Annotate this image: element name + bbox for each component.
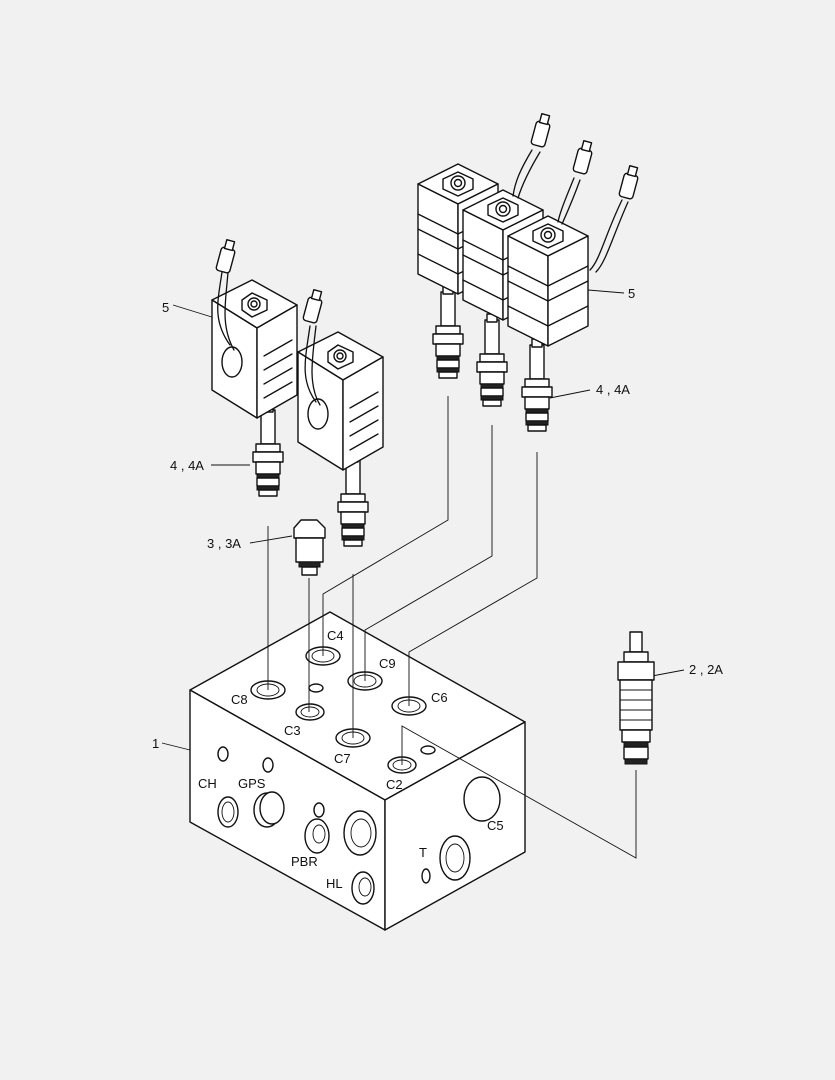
cartridge-valve-rear-2	[476, 313, 508, 407]
manifold-block	[189, 611, 526, 931]
solenoid-coil-stack-3	[507, 215, 589, 347]
port-label-t: T	[419, 845, 427, 860]
callout-3-3a: 3 , 3A	[207, 536, 241, 551]
port-label-c3: C3	[284, 723, 301, 738]
connector-plug	[214, 239, 237, 275]
callout-5-left: 5	[162, 300, 169, 315]
callout-1: 1	[152, 736, 159, 751]
port-label-c8: C8	[231, 692, 248, 707]
connector-plug	[617, 165, 640, 201]
port-label-ch: CH	[198, 776, 217, 791]
solenoid-coil-left-1	[211, 279, 298, 419]
callout-4-4a-right: 4 , 4A	[596, 382, 630, 397]
port-label-gps: GPS	[238, 776, 266, 791]
cartridge-valve-rear-3	[521, 338, 553, 432]
relief-valve	[617, 631, 655, 765]
callout-4-4a-left: 4 , 4A	[170, 458, 204, 473]
port-label-c2: C2	[386, 777, 403, 792]
port-label-hl: HL	[326, 876, 343, 891]
connector-plug	[529, 113, 552, 149]
port-label-c4: C4	[327, 628, 344, 643]
cartridge-valve-rear-1	[432, 285, 464, 379]
port-label-c7: C7	[334, 751, 351, 766]
connector-plug	[571, 140, 594, 176]
assembly-leader-lines	[161, 289, 685, 859]
plug-cartridge	[293, 519, 326, 576]
callout-5-right: 5	[628, 286, 635, 301]
port-label-c5: C5	[487, 818, 504, 833]
port-label-pbr: PBR	[291, 854, 318, 869]
connector-plug	[301, 289, 324, 325]
solenoid-coil-left-2	[297, 331, 384, 471]
port-label-c9: C9	[379, 656, 396, 671]
port-label-c6: C6	[431, 690, 448, 705]
callout-2-2a: 2 , 2A	[689, 662, 723, 677]
